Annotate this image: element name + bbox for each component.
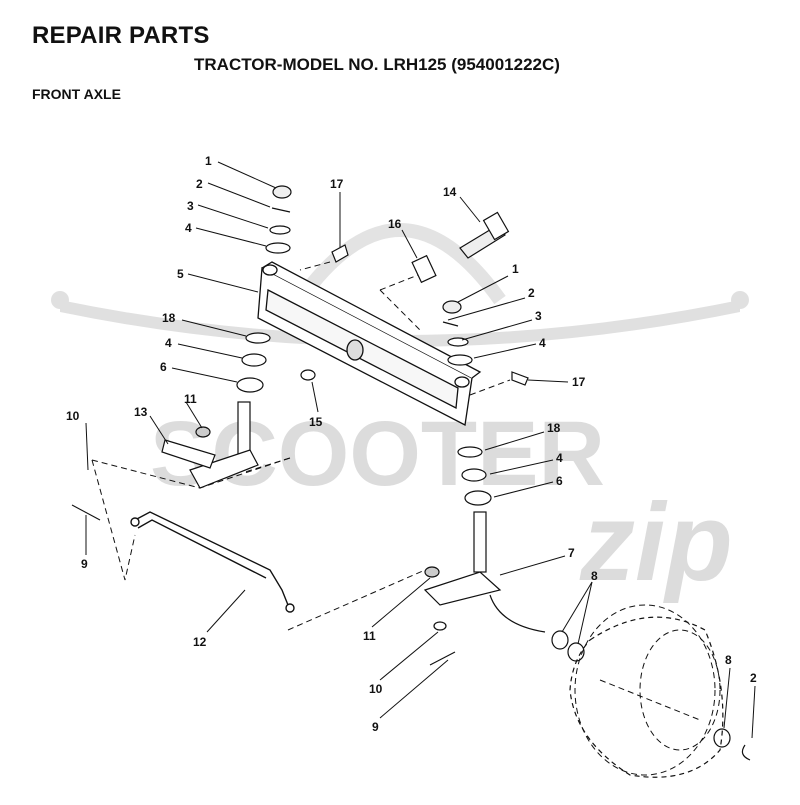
callout-4: 4 bbox=[556, 451, 563, 465]
callout-13: 13 bbox=[134, 405, 148, 419]
callout-2: 2 bbox=[528, 286, 535, 300]
callout-4: 4 bbox=[185, 221, 192, 235]
callout-8: 8 bbox=[591, 569, 598, 583]
callout-10: 10 bbox=[66, 409, 80, 423]
callout-12: 12 bbox=[193, 635, 207, 649]
callout-11: 11 bbox=[184, 392, 197, 406]
model-subtitle: TRACTOR-MODEL NO. LRH125 (954001222C) bbox=[194, 55, 560, 74]
watermark: SCOOTER zip bbox=[51, 223, 749, 604]
callout-2: 2 bbox=[196, 177, 203, 191]
callout-3: 3 bbox=[187, 199, 194, 213]
fittings bbox=[300, 211, 529, 386]
callout-5: 5 bbox=[177, 267, 184, 281]
callout-10: 10 bbox=[369, 682, 383, 696]
callout-16: 16 bbox=[388, 217, 402, 231]
callout-labels: 1 2 3 4 5 18 4 6 11 13 10 9 12 17 16 14 … bbox=[66, 154, 757, 734]
watermark-script: zip bbox=[579, 481, 733, 604]
callout-15: 15 bbox=[309, 415, 323, 429]
callout-17: 17 bbox=[330, 177, 344, 191]
callout-4: 4 bbox=[165, 336, 172, 350]
callout-3: 3 bbox=[535, 309, 542, 323]
callout-18: 18 bbox=[162, 311, 176, 325]
dashed-guides bbox=[91, 261, 721, 776]
right-spindle-stack bbox=[423, 300, 751, 761]
callout-14: 14 bbox=[443, 185, 457, 199]
callout-8: 8 bbox=[725, 653, 732, 667]
callout-6: 6 bbox=[160, 360, 167, 374]
tie-rod bbox=[130, 511, 295, 613]
axle-beam bbox=[257, 261, 482, 426]
callout-18: 18 bbox=[547, 421, 561, 435]
callout-11: 11 bbox=[363, 629, 376, 643]
watermark-text: SCOOTER bbox=[150, 403, 605, 505]
callout-1: 1 bbox=[512, 262, 519, 276]
callout-17: 17 bbox=[572, 375, 586, 389]
callout-9: 9 bbox=[372, 720, 379, 734]
page-title: REPAIR PARTS bbox=[32, 22, 210, 49]
callout-6: 6 bbox=[556, 474, 563, 488]
callout-1: 1 bbox=[205, 154, 212, 168]
callout-9: 9 bbox=[81, 557, 88, 571]
section-heading: FRONT AXLE bbox=[32, 86, 121, 102]
callout-7: 7 bbox=[568, 546, 575, 560]
callout-4: 4 bbox=[539, 336, 546, 350]
left-spindle-stack bbox=[161, 185, 292, 489]
front-tire bbox=[569, 616, 724, 778]
leader-lines bbox=[85, 161, 756, 739]
cotter-pins bbox=[71, 504, 456, 666]
callout-2: 2 bbox=[750, 671, 757, 685]
